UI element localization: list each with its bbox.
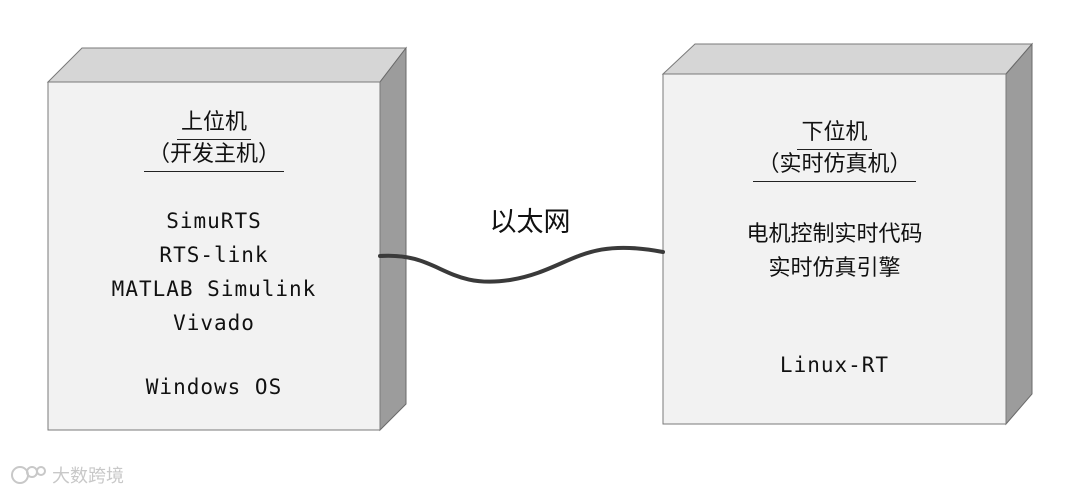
ethernet-label: 以太网	[489, 207, 571, 238]
host-software-item: SimuRTS	[166, 209, 262, 233]
host-title-text: 上位机	[176, 108, 251, 140]
watermark-text: 大数跨境	[52, 466, 124, 487]
target-title-text: 下位机	[797, 118, 872, 150]
host-subtitle-text: （开发主机）	[143, 140, 284, 172]
target-software-item: 实时仿真引擎	[768, 256, 901, 281]
host-box	[46, 46, 408, 432]
host-box-front	[47, 81, 381, 431]
watermark-logo-icon	[11, 466, 46, 484]
target-box	[661, 42, 1034, 426]
target-box-front	[662, 73, 1007, 425]
target-software-item: 电机控制实时代码	[746, 222, 923, 247]
target-software-list: 电机控制实时代码 实时仿真引擎	[663, 218, 1006, 286]
host-software-item: MATLAB Simulink	[111, 277, 317, 301]
host-subtitle: （开发主机）	[48, 140, 380, 172]
host-software-list: SimuRTS RTS-link MATLAB Simulink Vivado	[48, 204, 380, 340]
host-box-top	[46, 47, 408, 83]
host-software-item: Vivado	[173, 311, 255, 335]
target-box-side	[1005, 42, 1033, 426]
watermark: 大数跨境	[8, 462, 124, 488]
target-title: 下位机	[663, 118, 1006, 150]
target-os: Linux-RT	[779, 353, 890, 377]
host-software-item: RTS-link	[159, 243, 269, 267]
target-subtitle: （实时仿真机）	[663, 150, 1006, 182]
target-box-top	[661, 43, 1034, 75]
host-title: 上位机	[48, 108, 380, 140]
ethernet-cable	[378, 245, 665, 284]
host-os: Windows OS	[145, 375, 283, 399]
host-box-side	[379, 46, 407, 432]
target-subtitle-text: （实时仿真机）	[753, 150, 916, 182]
